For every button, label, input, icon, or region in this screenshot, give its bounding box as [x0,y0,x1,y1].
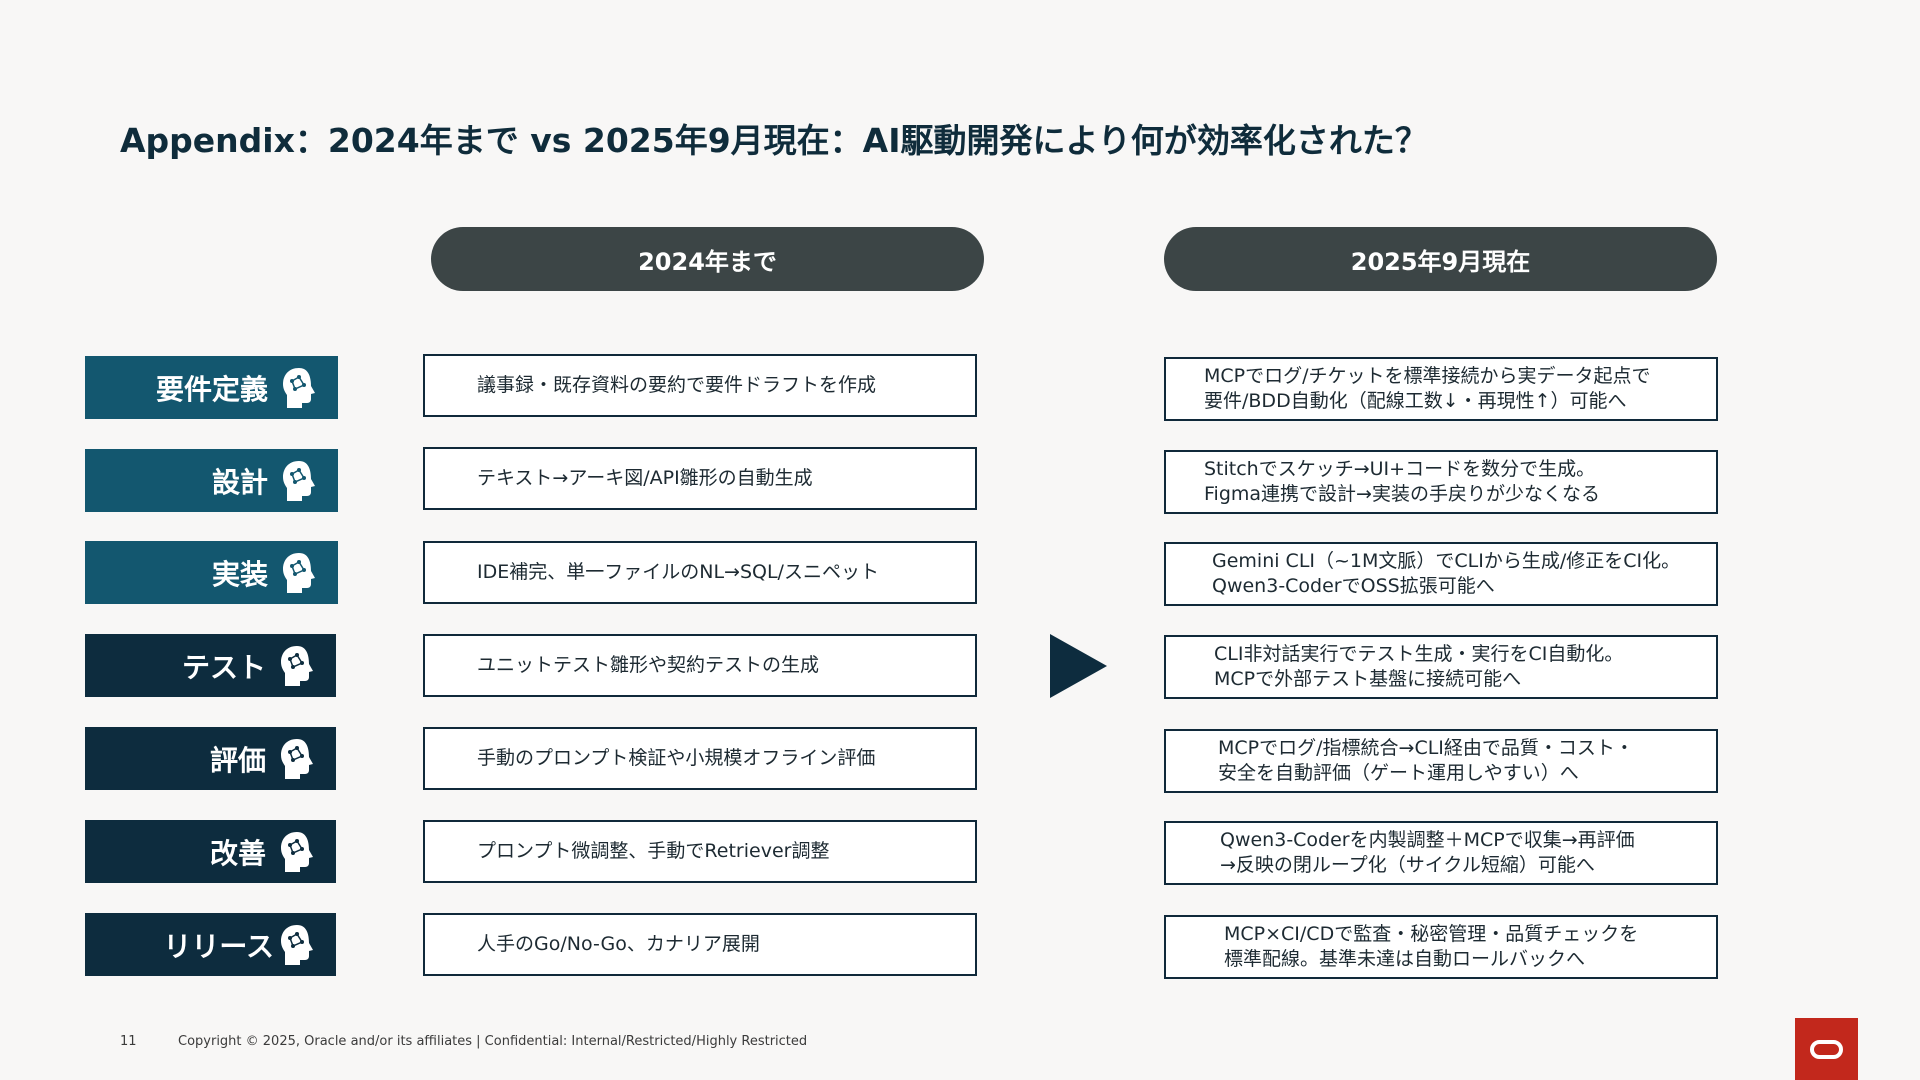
after-text-line1: Stitchでスケッチ→UI+コードを数分で生成。 [1204,458,1596,481]
after-text-line1: MCPでログ/チケットを標準接続から実データ起点で [1204,365,1651,388]
before-box-test: ユニットテスト雛形や契約テストの生成 [423,634,977,697]
row-label-text: 実装 [211,557,268,591]
row-label-text: リリース [163,929,274,963]
after-text-line1: MCPでログ/指標統合→CLI経由で品質・コスト・ [1218,737,1634,760]
row-label-test: テスト [85,634,336,697]
after-text-line2: 標準配線。基準未達は自動ロールバックへ [1224,948,1586,970]
before-box-implementation: IDE補完、単一ファイルのNL→SQL/スニペット [423,541,977,604]
before-box-requirements: 議事録・既存資料の要約で要件ドラフトを作成 [423,354,977,417]
page-number: 11 [120,1034,137,1049]
after-box-requirements: MCPでログ/チケットを標準接続から実データ起点で 要件/BDD自動化（配線工数… [1164,357,1718,421]
after-text-line1: Gemini CLI（~1M文脈）でCLIから生成/修正をCI化。 [1212,550,1681,573]
after-box-design: Stitchでスケッチ→UI+コードを数分で生成。 Figma連携で設計→実装の… [1164,450,1718,514]
row-label-text: 設計 [211,465,268,499]
row-label-release: リリース [85,913,336,976]
after-box-evaluation: MCPでログ/指標統合→CLI経由で品質・コスト・ 安全を自動評価（ゲート運用し… [1164,729,1718,793]
row-label-requirements: 要件定義 [85,356,338,419]
oracle-logo [1795,1018,1858,1080]
ai-head-icon [281,738,313,779]
oracle-ring-icon [1810,1039,1843,1059]
after-text-line2: MCPで外部テスト基盤に接続可能へ [1214,668,1522,690]
after-box-implementation: Gemini CLI（~1M文脈）でCLIから生成/修正をCI化。 Qwen3-… [1164,542,1718,606]
column-header-after: 2025年9月現在 [1164,227,1717,291]
before-text: 議事録・既存資料の要約で要件ドラフトを作成 [477,374,877,397]
before-text: 人手のGo/No-Go、カナリア展開 [477,933,760,956]
after-text-line1: CLI非対話実行でテスト生成・実行をCI自動化。 [1214,643,1624,666]
after-text-line2: 要件/BDD自動化（配線工数↓・再現性↑）可能へ [1204,390,1627,412]
before-text: ユニットテスト雛形や契約テストの生成 [477,654,820,677]
page-title: Appendix：2024年まで vs 2025年9月現在：AI駆動開発により何… [120,121,1428,160]
ai-head-icon [283,460,315,501]
row-label-evaluation: 評価 [85,727,336,790]
after-text-line2: Figma連携で設計→実装の手戻りが少なくなる [1204,483,1600,505]
after-text-line2: →反映の閉ループ化（サイクル短縮）可能へ [1220,854,1595,876]
copyright-notice: Copyright © 2025, Oracle and/or its affi… [178,1034,808,1049]
row-label-text: テスト [181,650,266,684]
ai-head-icon [281,831,313,872]
after-text-line2: 安全を自動評価（ゲート運用しやすい）へ [1218,762,1579,784]
before-text: プロンプト微調整、手動でRetriever調整 [477,840,830,863]
row-label-implementation: 実装 [85,541,338,604]
before-text: テキスト→アーキ図/API雛形の自動生成 [477,467,813,490]
play-arrow-icon [1050,634,1107,698]
ai-head-icon [283,367,315,408]
ai-head-icon [283,552,315,593]
ai-head-icon [281,924,313,965]
row-label-text: 改善 [209,836,266,870]
ai-head-icon [281,645,313,686]
before-text: IDE補完、単一ファイルのNL→SQL/スニペット [477,561,879,584]
after-text-line1: Qwen3-Coderを内製調整＋MCPで収集→再評価 [1220,829,1635,852]
after-text-line1: MCP×CI/CDで監査・秘密管理・品質チェックを [1224,923,1639,946]
before-box-release: 人手のGo/No-Go、カナリア展開 [423,913,977,976]
after-box-release: MCP×CI/CDで監査・秘密管理・品質チェックを 標準配線。基準未達は自動ロー… [1164,915,1718,979]
row-label-text: 評価 [209,743,266,777]
after-box-improvement: Qwen3-Coderを内製調整＋MCPで収集→再評価 →反映の閉ループ化（サイ… [1164,821,1718,885]
after-box-test: CLI非対話実行でテスト生成・実行をCI自動化。 MCPで外部テスト基盤に接続可… [1164,635,1718,699]
row-label-design: 設計 [85,449,338,512]
column-header-before: 2024年まで [431,227,984,291]
before-box-design: テキスト→アーキ図/API雛形の自動生成 [423,447,977,510]
row-label-improvement: 改善 [85,820,336,883]
before-box-evaluation: 手動のプロンプト検証や小規模オフライン評価 [423,727,977,790]
before-text: 手動のプロンプト検証や小規模オフライン評価 [477,747,876,770]
before-box-improvement: プロンプト微調整、手動でRetriever調整 [423,820,977,883]
row-label-text: 要件定義 [155,372,268,406]
after-text-line2: Qwen3-CoderでOSS拡張可能へ [1212,575,1495,597]
